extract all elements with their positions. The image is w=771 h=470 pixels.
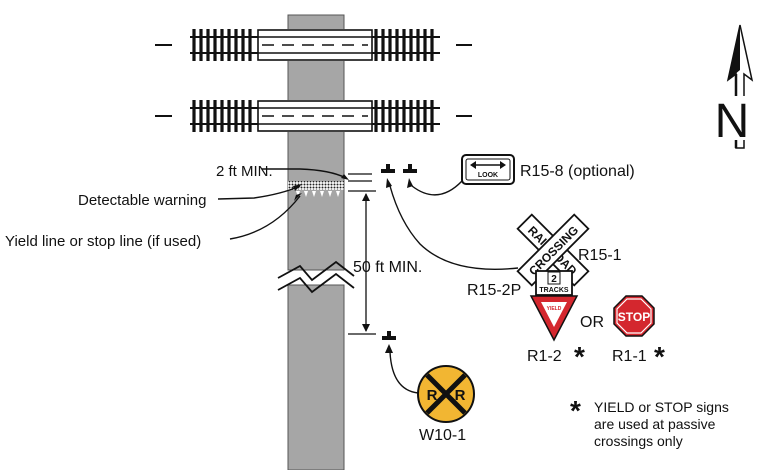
leader-lines <box>217 168 519 394</box>
sign-post-symbols <box>381 164 417 340</box>
dimension-lines <box>348 173 376 335</box>
stop-sign-text: STOP <box>618 310 650 324</box>
railroad-track-1 <box>155 29 472 61</box>
tracks-word: TRACKS <box>539 287 568 294</box>
yield-sign-r1-2: YIELD <box>529 295 579 342</box>
yield-sign-text: YIELD <box>547 306 562 312</box>
warning-sign-r-right: R <box>455 387 466 404</box>
railroad-track-2 <box>155 100 472 132</box>
label-r15-1: R15-1 <box>578 247 622 264</box>
label-detectable-warning: Detectable warning <box>78 192 206 209</box>
label-50ft-min: 50 ft MIN. <box>353 259 422 276</box>
yield-line-triangles <box>296 191 340 197</box>
label-r1-1: R1-1 <box>612 348 647 365</box>
detectable-warning-strip <box>288 181 344 190</box>
label-r15-2p: R15-2P <box>467 282 521 299</box>
label-r1-2: R1-2 <box>527 348 562 365</box>
label-2ft-min: 2 ft MIN. <box>216 163 273 180</box>
label-r15-8: R15-8 (optional) <box>520 163 635 180</box>
asterisk-icon: * <box>654 341 665 372</box>
advance-warning-sign-w10-1: R R <box>417 365 475 423</box>
tracks-number: 2 <box>551 274 557 285</box>
number-of-tracks-plaque-r15-2p: 2 TRACKS <box>535 270 573 296</box>
stop-sign-r1-1: STOP <box>613 295 655 337</box>
north-arrow: N <box>712 24 754 149</box>
roadway <box>277 14 355 470</box>
look-sign-r15-8: LOOK <box>461 154 515 185</box>
label-w10-1: W10-1 <box>419 427 466 444</box>
note-line-1: YIELD or STOP signs <box>594 399 729 415</box>
look-sign-text: LOOK <box>478 172 498 179</box>
warning-sign-r-left: R <box>427 387 438 404</box>
asterisk-icon: * <box>570 395 581 426</box>
note-line-2: are used at passive <box>594 416 716 432</box>
label-or: OR <box>580 314 604 331</box>
note-line-3: crossings only <box>594 433 683 449</box>
label-yield-stop-line: Yield line or stop line (if used) <box>5 233 201 250</box>
leader-arrowheads <box>293 174 413 353</box>
north-label: N <box>715 95 750 148</box>
asterisk-icon: * <box>574 341 585 372</box>
